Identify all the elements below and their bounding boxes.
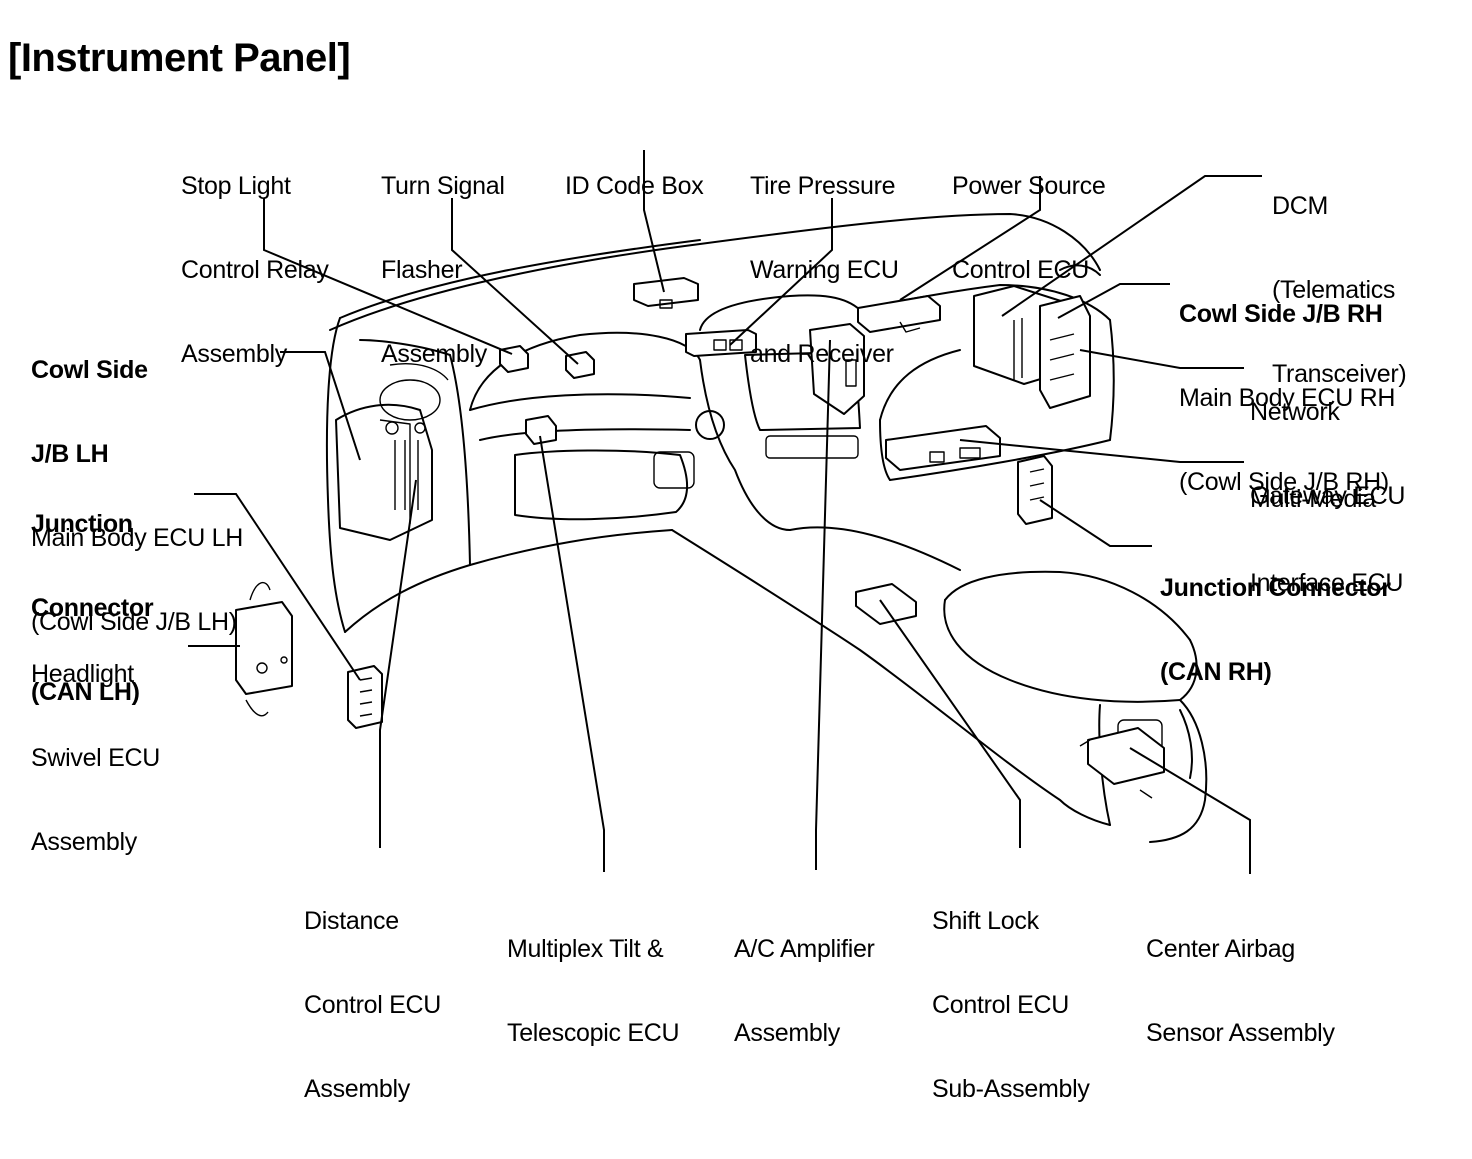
label-line: Stop Light — [181, 172, 291, 200]
label-line: Distance — [304, 907, 399, 935]
label-cowl-side-jb-rh: Cowl Side J/B RH Main Body ECU RH (Cowl … — [1179, 244, 1395, 552]
label-line: and Receiver — [750, 340, 894, 368]
label-line: Sub-Assembly — [932, 1075, 1090, 1103]
label-line: Sensor Assembly — [1146, 1019, 1335, 1047]
label-ac-amplifier: A/C Amplifier Assembly — [734, 879, 875, 1103]
id-code-box-part — [633, 277, 699, 307]
cowl-side-jb-lh-part — [335, 403, 433, 541]
instrument-panel-drawing — [188, 150, 1262, 874]
label-line: Main Body ECU LH — [31, 524, 243, 552]
label-multimedia-interface-ecu: Multi-Media Interface ECU — [1250, 429, 1403, 653]
label-line: Interface ECU — [1250, 569, 1404, 597]
label-line: (CAN RH) — [1160, 658, 1272, 686]
label-line: Cowl Side — [31, 356, 148, 384]
dashboard-outline — [325, 213, 1208, 843]
tire-pressure-ecu-part — [685, 329, 757, 357]
label-shift-lock-control-ecu: Shift Lock Control ECU Sub-Assembly — [932, 851, 1090, 1159]
junction-connector-rh-part — [1017, 455, 1053, 525]
label-line: Warning ECU — [750, 256, 899, 284]
headlight-swivel-ecu-part — [235, 601, 293, 695]
label-center-airbag-sensor: Center Airbag Sensor Assembly — [1146, 879, 1335, 1103]
label-line: Headlight — [31, 660, 134, 688]
label-line: Cowl Side J/B RH — [1179, 300, 1383, 328]
label-tire-pressure-warning-ecu: Tire Pressure Warning ECU and Receiver — [750, 116, 899, 424]
junction-connector-lh-part — [347, 665, 383, 729]
label-line: Multiplex Tilt & — [507, 935, 664, 963]
label-line: Assembly — [304, 1075, 410, 1103]
ac-amplifier-part — [809, 323, 865, 415]
label-junction-connector-can-rh: Junction Connector (CAN RH) — [1160, 518, 1391, 742]
label-dcm: DCM (Telematics Transceiver) — [1272, 136, 1407, 444]
label-line: Transceiver) — [1272, 360, 1407, 388]
label-distance-control-ecu: Distance Control ECU Assembly — [304, 851, 441, 1159]
label-line: ID Code Box — [565, 172, 704, 200]
label-line: Assembly — [734, 1019, 840, 1047]
label-line: Control ECU — [932, 991, 1070, 1019]
label-power-source-control-ecu: Power Source Control ECU — [952, 116, 1106, 340]
components — [235, 277, 1165, 799]
label-line: Swivel ECU — [31, 744, 160, 772]
multimedia-ecu-part — [885, 425, 1001, 471]
label-line: Main Body ECU RH — [1179, 384, 1396, 412]
label-line: A/C Amplifier — [734, 935, 875, 963]
label-line: Junction Connector — [1160, 574, 1391, 602]
center-airbag-sensor-part — [1087, 727, 1165, 785]
label-line: Connector — [31, 594, 154, 622]
multiplex-tilt-ecu-part — [525, 415, 557, 445]
label-line: Multi-Media — [1250, 485, 1376, 513]
label-line: Flasher — [381, 256, 463, 284]
label-line: Network — [1250, 398, 1340, 426]
label-line: Telescopic ECU — [507, 1019, 680, 1047]
label-line: Assembly — [31, 828, 137, 856]
label-junction-connector-can-lh: Junction Connector (CAN LH) — [31, 454, 154, 762]
label-line: Gateway ECU — [1250, 482, 1406, 510]
label-line: (Cowl Side J/B RH) — [1179, 468, 1389, 496]
label-line: Tire Pressure — [750, 172, 896, 200]
label-line: (CAN LH) — [31, 678, 140, 706]
label-multiplex-tilt-telescopic-ecu: Multiplex Tilt & Telescopic ECU — [507, 879, 680, 1103]
label-line: Control ECU — [952, 256, 1090, 284]
label-line: DCM — [1272, 192, 1329, 220]
label-line: J/B LH — [31, 440, 109, 468]
label-line: Turn Signal — [381, 172, 505, 200]
shift-lock-ecu-part — [855, 583, 917, 625]
label-cowl-side-jb-lh: Cowl Side J/B LH Main Body ECU LH (Cowl … — [31, 300, 243, 692]
label-line: (Cowl Side J/B LH) — [31, 608, 237, 636]
label-turn-signal-flasher: Turn Signal Flasher Assembly — [381, 116, 505, 424]
power-source-ecu-part — [857, 295, 941, 333]
label-line: Center Airbag — [1146, 935, 1295, 963]
label-line: Shift Lock — [932, 907, 1039, 935]
label-headlight-swivel-ecu: Headlight Swivel ECU Assembly — [31, 604, 160, 912]
page-title: [Instrument Panel] — [8, 36, 351, 80]
leader-lines — [188, 150, 1262, 874]
label-network-gateway-ecu: Network Gateway ECU — [1250, 342, 1405, 566]
label-line: Assembly — [181, 340, 287, 368]
label-stop-light-control-relay: Stop Light Control Relay Assembly — [181, 116, 329, 424]
label-line: Power Source — [952, 172, 1106, 200]
instrument-panel-diagram: [Instrument Panel] — [8, 36, 1407, 1103]
label-id-code-box: ID Code Box — [565, 116, 704, 256]
label-line: Control Relay — [181, 256, 329, 284]
label-line: Control ECU — [304, 991, 442, 1019]
label-line: Junction — [31, 510, 133, 538]
label-line: (Telematics — [1272, 276, 1396, 304]
label-line: Assembly — [381, 340, 487, 368]
